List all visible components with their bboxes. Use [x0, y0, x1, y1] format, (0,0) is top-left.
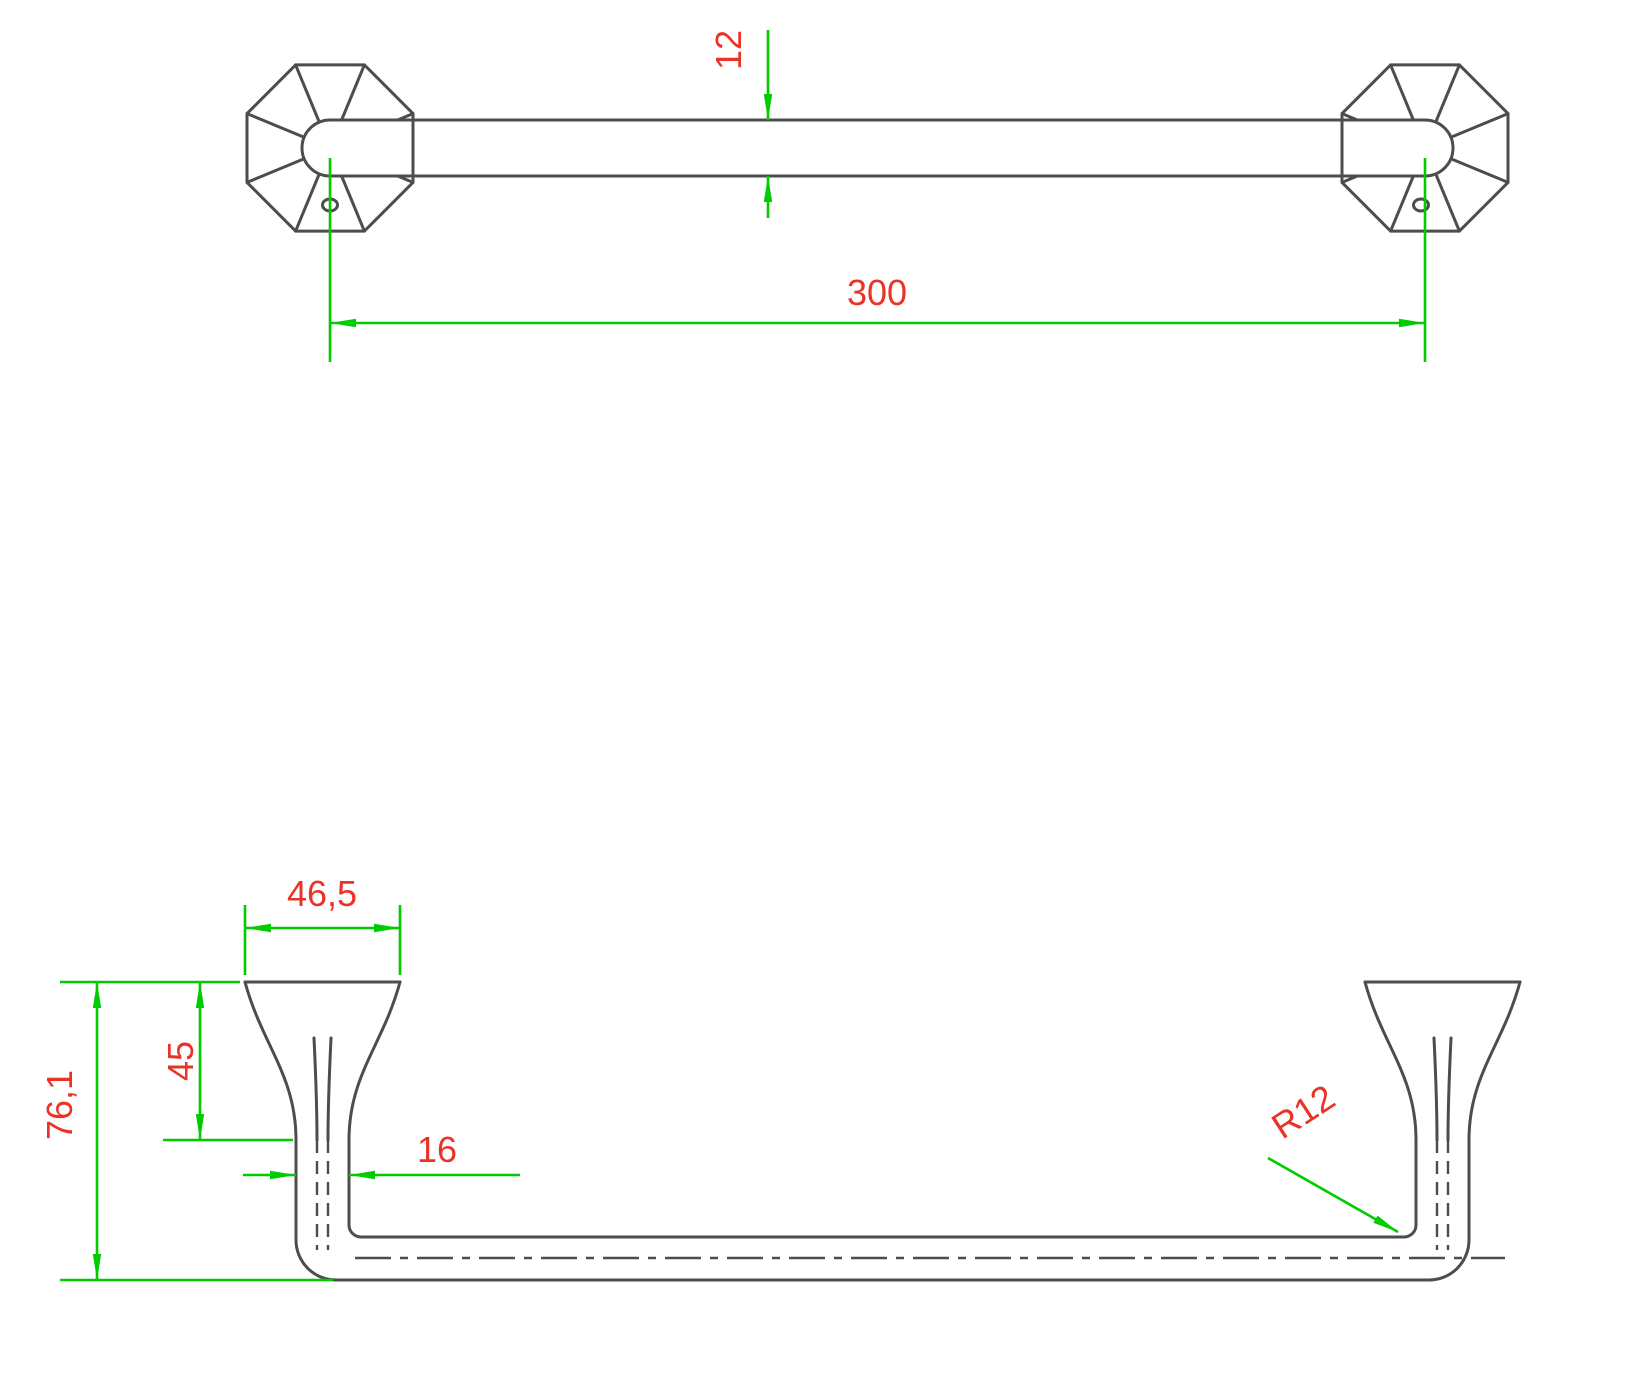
- side-view: 46,5 45 76,1 16 R12: [39, 873, 1522, 1282]
- bar-left-end-cap: [300, 118, 332, 178]
- right-flange-profile: [1363, 980, 1522, 1142]
- dimension-label-flange-height: 45: [160, 1041, 201, 1081]
- dimension-neck-width: 16: [243, 1129, 520, 1180]
- radius-leader-line: [1267, 1156, 1399, 1234]
- top-view: 12 300: [245, 30, 1510, 362]
- dimension-flange-height: 45: [160, 982, 293, 1142]
- right-flange-inner-lines: [1432, 1036, 1453, 1142]
- right-tube-hidden-lines: [1435, 1140, 1450, 1250]
- right-bend-inner: [1402, 1138, 1418, 1239]
- left-flange-profile: [243, 980, 402, 1142]
- dimension-label-bend-radius: R12: [1264, 1076, 1342, 1146]
- bar-profile: [294, 1138, 1505, 1282]
- bar-right-end-cap: [1423, 118, 1455, 178]
- left-flange-inner-lines: [312, 1036, 333, 1142]
- left-flange-outer-curves: [243, 980, 402, 1142]
- dimension-bar-diameter: 12: [708, 30, 773, 218]
- dimension-label-flange-width: 46,5: [287, 873, 357, 914]
- dimension-label-total-height: 76,1: [39, 1070, 80, 1140]
- right-bend-outer: [1427, 1138, 1471, 1282]
- left-tube-hidden-lines: [315, 1140, 330, 1250]
- dimension-label-neck-width: 16: [417, 1129, 457, 1170]
- right-flange-outer-curves: [1363, 980, 1522, 1142]
- right-screw-hole: [1412, 197, 1430, 213]
- left-bend-inner: [347, 1138, 363, 1239]
- dimension-length: 300: [328, 158, 1427, 362]
- right-flange-front: [1340, 63, 1510, 233]
- dimension-flange-width: 46,5: [243, 873, 402, 975]
- dimension-bend-radius: R12: [1264, 1076, 1399, 1234]
- dimension-label-length: 300: [847, 272, 907, 313]
- left-flange-facet-lines: [245, 63, 415, 233]
- right-flange-facet-lines: [1340, 63, 1510, 233]
- dimension-label-bar-diameter: 12: [708, 30, 749, 70]
- dimension-total-height: 76,1: [39, 980, 333, 1282]
- bar-front: [300, 118, 1455, 178]
